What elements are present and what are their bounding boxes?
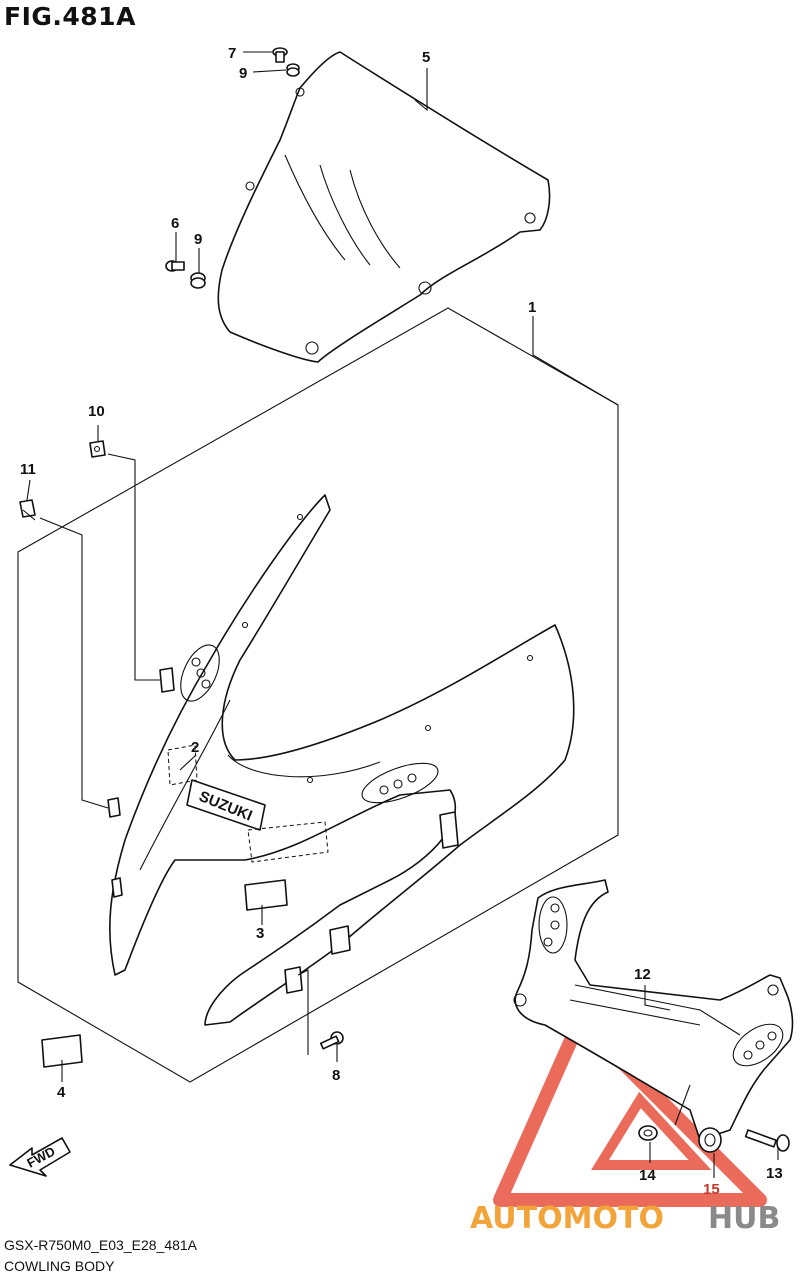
grommet-14 xyxy=(638,1125,658,1141)
model-code: GSX-R750M0_E03_E28_481A xyxy=(4,1237,198,1253)
forward-direction-icon: FWD xyxy=(9,1137,71,1177)
screw-6 xyxy=(165,260,185,272)
watermark-text-part2: HUB xyxy=(708,1201,780,1236)
bolt-13 xyxy=(744,1129,790,1152)
pad-3 xyxy=(244,879,288,911)
callout-5: 5 xyxy=(422,49,430,66)
callout-1: 1 xyxy=(528,299,536,316)
figure-title: FIG.481A xyxy=(4,2,136,31)
callout-12: 12 xyxy=(634,966,651,983)
callout-11: 11 xyxy=(20,461,36,478)
callout-labels: 1 2 3 4 5 6 7 8 9 9 10 11 12 13 14 15 xyxy=(20,45,783,1198)
nut-11 xyxy=(19,499,36,521)
callout-13: 13 xyxy=(766,1165,783,1182)
collar-15 xyxy=(698,1127,722,1153)
callout-15: 15 xyxy=(703,1181,720,1198)
watermark-text-part1: AUTOMOTO xyxy=(470,1201,664,1236)
callout-7: 7 xyxy=(228,45,236,62)
callout-3: 3 xyxy=(256,925,264,942)
windscreen-part xyxy=(217,51,551,363)
callout-2: 2 xyxy=(191,739,199,756)
screw-7 xyxy=(272,47,288,63)
upper-cowling-part xyxy=(107,494,575,1026)
callout-6: 6 xyxy=(171,215,179,232)
watermark-triangle-outer xyxy=(493,1013,767,1207)
washer-9-left xyxy=(190,272,206,289)
watermark-text: AUTOMOTO HUB xyxy=(470,1201,780,1236)
callout-8: 8 xyxy=(332,1067,340,1084)
leader-lines xyxy=(26,51,779,1178)
callout-14: 14 xyxy=(639,1167,656,1184)
callout-4: 4 xyxy=(57,1084,66,1101)
bracket-part xyxy=(513,879,794,1141)
washer-9-top xyxy=(286,63,300,77)
callout-10: 10 xyxy=(88,403,105,420)
section-name: COWLING BODY xyxy=(4,1258,115,1274)
nut-10 xyxy=(89,440,106,458)
callout-9b: 9 xyxy=(194,231,202,248)
watermark-triangle-inner xyxy=(591,1091,712,1170)
watermark-logo xyxy=(493,1013,767,1207)
callout-9a: 9 xyxy=(239,65,247,82)
cowling-assembly-outline xyxy=(17,307,619,1083)
pad-4 xyxy=(41,1034,83,1068)
screw-8 xyxy=(319,1031,344,1050)
